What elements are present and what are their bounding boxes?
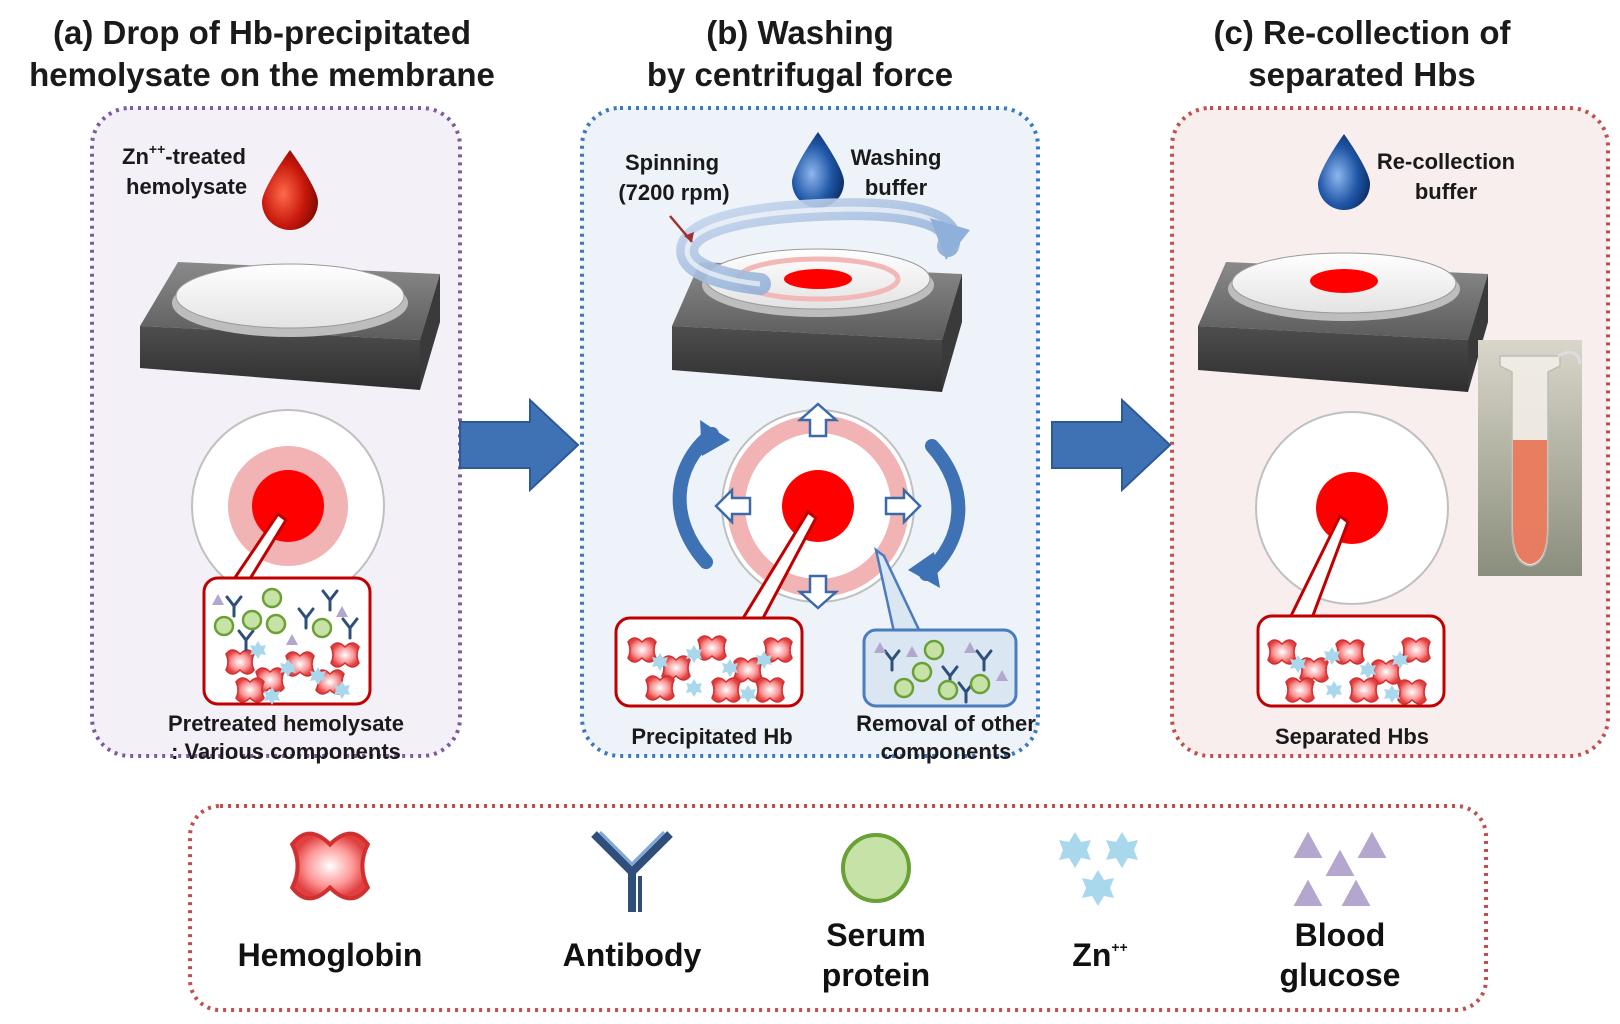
panel-a-drop-label: Zn++-treated hemolysate xyxy=(122,141,247,199)
blood-drop-icon xyxy=(262,150,318,230)
panel-b-title-line2: by centrifugal force xyxy=(647,56,953,93)
separated-hbs-caption: Separated Hbs xyxy=(1275,724,1429,749)
svg-text:hemolysate: hemolysate xyxy=(126,174,247,199)
panel-c-title: (c) Re-collection of separated Hbs xyxy=(1213,14,1511,93)
recollection-buffer-drop-icon xyxy=(1318,134,1370,210)
panel-c-title-line2: separated Hbs xyxy=(1248,56,1475,93)
svg-text:Zn++-treated: Zn++-treated xyxy=(122,141,246,169)
legend-frame xyxy=(188,804,1488,1012)
spin-ring-icon xyxy=(676,198,970,295)
zoom-box-a xyxy=(202,576,372,706)
outward-flow-arrows-icon xyxy=(714,402,922,610)
precipitated-hb-spot xyxy=(252,470,324,542)
zoom-box-c xyxy=(1256,614,1446,708)
svg-text:Hemoglobin: Hemoglobin xyxy=(238,937,423,973)
spin-label-line1: Spinning xyxy=(625,150,719,175)
precipitated-hb-caption: Precipitated Hb xyxy=(631,724,792,749)
tube-photo xyxy=(1478,340,1582,576)
washing-buffer-drop-icon xyxy=(792,132,844,208)
hemoglobin-icon xyxy=(292,834,368,899)
svg-text:Blood: Blood xyxy=(1295,917,1386,953)
washing-buffer-label-line1: Washing xyxy=(851,145,942,170)
svg-text:Zn++: Zn++ xyxy=(1072,937,1127,973)
removal-caption-line1: Removal of other xyxy=(856,711,1036,736)
zoom-box-b-hb xyxy=(614,616,804,708)
panel-a-caption-line2: : Various components xyxy=(171,739,401,764)
spin-label-line2: (7200 rpm) xyxy=(618,180,729,205)
legend-item-blood-glucose: Blood glucose xyxy=(1280,831,1401,993)
panel-a-caption-line1: Pretreated hemolysate xyxy=(168,711,404,736)
membrane-holder-c xyxy=(1198,252,1488,392)
membrane-holder-a xyxy=(140,262,440,390)
step-arrow-1-icon xyxy=(459,397,580,493)
panel-b-title: (b) Washing by centrifugal force xyxy=(647,14,953,93)
panel-a-title-line2: hemolysate on the membrane xyxy=(29,56,495,93)
membrane-top-view-c xyxy=(1255,411,1449,605)
svg-text:glucose: glucose xyxy=(1280,957,1401,993)
legend-item-serum-protein: Serum protein xyxy=(822,833,930,993)
washing-buffer-label-line2: buffer xyxy=(865,175,928,200)
legend-item-antibody: Antibody xyxy=(563,830,702,973)
panel-b-title-line1: (b) Washing xyxy=(706,14,894,51)
legend-item-zinc-ion: Zn++ xyxy=(1059,832,1138,973)
serum-protein-icon xyxy=(841,833,911,903)
panel-a-title: (a) Drop of Hb-precipitated hemolysate o… xyxy=(29,14,495,93)
svg-text:Serum: Serum xyxy=(826,917,926,953)
zoom-box-b-removed xyxy=(862,628,1018,708)
rotation-arrows-icon xyxy=(672,420,966,588)
panel-a-title-line1: (a) Drop of Hb-precipitated xyxy=(53,14,471,51)
antibody-icon xyxy=(591,830,673,912)
recollection-buffer-label-line2: buffer xyxy=(1415,179,1478,204)
panel-c-title-line1: (c) Re-collection of xyxy=(1213,14,1511,51)
svg-text:protein: protein xyxy=(822,957,930,993)
recollection-buffer-label-line1: Re-collection xyxy=(1377,149,1515,174)
svg-text:Antibody: Antibody xyxy=(563,937,702,973)
step-arrow-2-icon xyxy=(1051,397,1172,493)
removal-caption-line2: components xyxy=(881,739,1012,764)
legend-item-hemoglobin: Hemoglobin xyxy=(238,834,423,973)
membrane-top-view-a xyxy=(191,409,385,603)
